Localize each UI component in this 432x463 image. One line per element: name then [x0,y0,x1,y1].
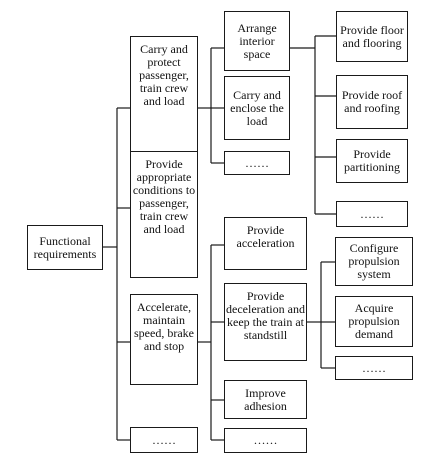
level1-ellipsis-node: …… [130,427,198,453]
configure-propulsion-node: Configure propulsion system [335,237,413,286]
node-label: …… [253,433,278,447]
node-label: Provide deceleration and keep the train … [226,289,305,342]
node-label: …… [152,432,176,447]
interior-ellipsis-node: …… [336,201,408,227]
node-label: Arrange interior space [237,20,277,61]
provide-deceleration-node: Provide deceleration and keep the train … [224,283,307,361]
node-label: …… [245,155,269,170]
deceleration-ellipsis-node: …… [335,356,413,380]
arrange-interior-node: Arrange interior space [224,11,290,71]
partitioning-node: Provide partitioning [336,139,408,183]
node-label: Provide roof and roofing [341,88,403,115]
node-label: Improve adhesion [244,385,287,413]
carry-enclose-node: Carry and enclose the load [224,76,290,140]
node-label: Provide partitioning [344,147,400,174]
node-label: …… [360,206,384,221]
carry-ellipsis-node: …… [224,151,290,175]
node-label: Configure propulsion system [348,241,400,281]
node-label: Accelerate, maintain speed, brake and st… [134,300,194,353]
roof-roofing-node: Provide roof and roofing [336,75,408,129]
accelerate-brake-node: Accelerate, maintain speed, brake and st… [130,294,198,385]
accelerate-ellipsis-node: …… [224,428,307,453]
node-label: Provide acceleration [236,223,295,250]
improve-adhesion-node: Improve adhesion [224,380,307,419]
node-label: Provide floor and flooring [340,22,404,50]
node-label: Acquire propulsion demand [348,301,400,341]
node-label: Carry and protect passenger, train crew … [139,42,189,108]
provide-acceleration-node: Provide acceleration [224,217,307,270]
floor-flooring-node: Provide floor and flooring [336,11,408,62]
functional-requirements-node: Functional requirements [27,225,103,270]
node-label: Carry and enclose the load [230,87,284,128]
node-label: Functional requirements [33,233,97,261]
provide-conditions-node: Provide appropriate conditions to passen… [130,151,198,278]
acquire-propulsion-demand-node: Acquire propulsion demand [335,296,413,347]
node-label: Provide appropriate conditions to passen… [132,157,196,236]
node-label: …… [362,360,386,375]
